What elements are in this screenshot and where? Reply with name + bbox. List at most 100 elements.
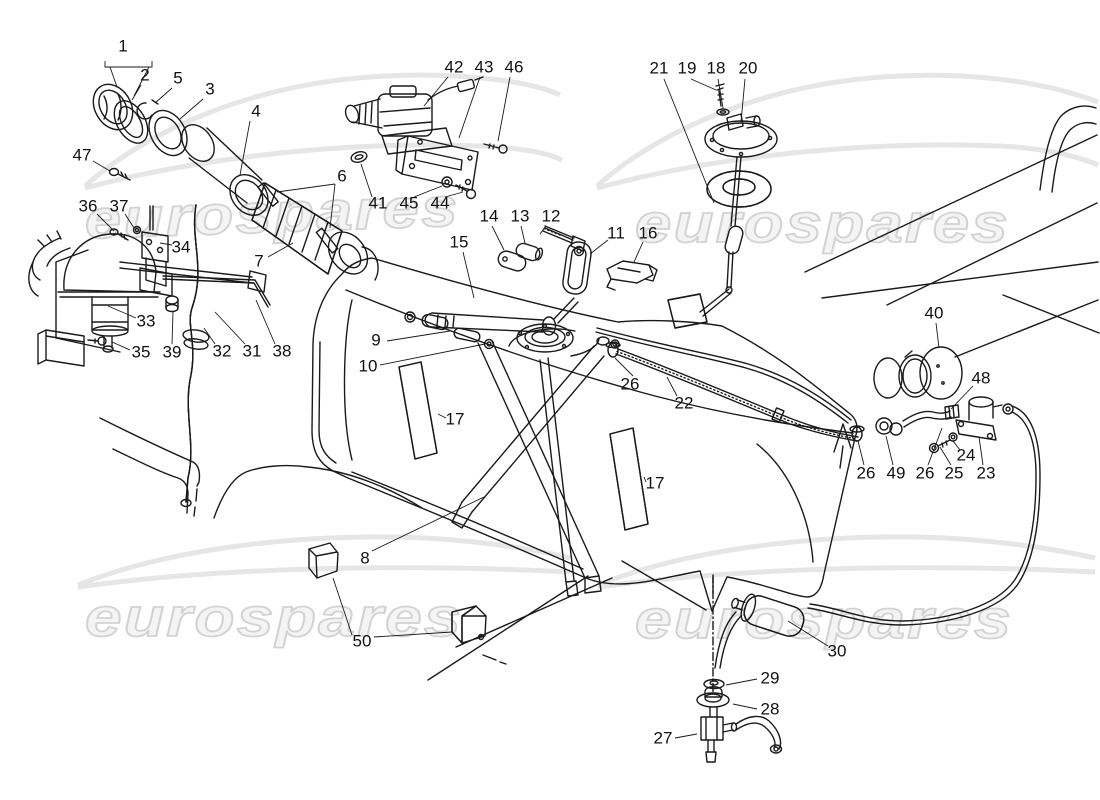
part-number-label-45-21: 45: [400, 193, 419, 212]
watermark-layer: eurospares eurospares eurospares eurospa…: [78, 75, 1098, 651]
part-number-label-31-13: 31: [243, 341, 262, 360]
leader-line-49: [886, 436, 893, 465]
part-number-label-1-0: 1: [118, 36, 127, 55]
part-number-label-9-33: 9: [371, 330, 380, 349]
part-number-label-16-31: 16: [639, 223, 658, 242]
leader-line-25: [940, 447, 951, 465]
leader-line-28: [733, 704, 757, 709]
leader-line-29: [726, 679, 757, 685]
watermark-text: eurospares: [85, 586, 463, 648]
strap-hardware: [405, 226, 657, 349]
part-number-label-13-28: 13: [511, 206, 530, 225]
leader-line-23: [979, 437, 983, 465]
part-number-label-42-17: 42: [445, 57, 464, 76]
leader-line-14: [492, 226, 504, 250]
part-number-label-26-43: 26: [857, 463, 876, 482]
part-number-label-21-23: 21: [650, 58, 669, 77]
leader-line-1: [110, 67, 117, 87]
leader-line-26: [928, 428, 942, 465]
part-number-label-26-35: 26: [621, 374, 640, 393]
part-number-label-36-6: 36: [79, 196, 98, 215]
leader-line-18: [718, 79, 723, 108]
part-number-label-43-18: 43: [475, 57, 494, 76]
leader-line-8: [372, 497, 484, 551]
leader-line-38: [256, 300, 275, 344]
leader-line-36: [97, 214, 114, 231]
part-number-label-15-32: 15: [450, 232, 469, 251]
part-number-label-7-15: 7: [254, 251, 263, 270]
leader-line-21: [664, 79, 714, 203]
part-number-label-37-7: 37: [110, 196, 129, 215]
leader-line-33: [108, 306, 136, 318]
leader-line-34: [160, 243, 172, 245]
part-number-label-10-34: 10: [359, 356, 378, 375]
fuel-filter: [728, 588, 808, 639]
mount-pads-50: [309, 543, 486, 643]
leader-line-22: [667, 377, 677, 396]
leader-line-35: [112, 342, 130, 350]
leader-line-4: [240, 121, 250, 175]
leader-line-17: [438, 414, 446, 418]
label-bracket-1: [105, 61, 152, 67]
leader-line-24: [953, 441, 960, 450]
part-number-label-47-5: 47: [73, 145, 92, 164]
leader-line-41: [361, 164, 372, 197]
part-number-label-6-16: 6: [337, 166, 346, 185]
leader-line-40: [936, 323, 939, 348]
leader-line-17: [644, 477, 646, 482]
leader-line-31: [215, 312, 245, 344]
leader-line-43: [459, 77, 480, 138]
part-number-label-3-3: 3: [205, 79, 214, 98]
leader-line-37: [125, 214, 134, 228]
part-number-label-5-2: 5: [173, 68, 182, 87]
leader-line-50: [333, 578, 352, 635]
part-number-label-49-44: 49: [887, 463, 906, 482]
part-number-label-35-10: 35: [132, 342, 151, 361]
tank-pad-17-left: [399, 362, 437, 459]
part-number-label-23-48: 23: [977, 463, 996, 482]
part-number-label-20-26: 20: [739, 58, 758, 77]
leader-line-2: [132, 85, 141, 100]
part-number-label-11-30: 11: [607, 223, 625, 242]
leader-line-32: [204, 328, 215, 344]
part-number-label-40-41: 40: [925, 303, 944, 322]
leader-line-30: [788, 621, 828, 646]
leader-line-1: [134, 67, 149, 96]
leader-line-6: [277, 184, 335, 192]
part-number-label-34-8: 34: [172, 237, 191, 256]
leader-line-27: [675, 734, 697, 738]
leader-line-26: [858, 441, 864, 465]
fuel-sender-assembly: [668, 84, 777, 328]
part-number-label-30-49: 30: [828, 641, 847, 660]
part-number-label-22-36: 22: [675, 393, 694, 412]
leader-line-11: [590, 240, 608, 254]
leader-line-42: [424, 77, 448, 106]
leader-line-44: [445, 192, 463, 197]
part-number-label-41-20: 41: [369, 193, 388, 212]
part-number-label-19-24: 19: [678, 58, 697, 77]
part-number-label-17-38: 17: [646, 473, 665, 492]
drain-assembly: [697, 575, 807, 762]
part-number-label-32-12: 32: [213, 341, 232, 360]
leader-line-9: [387, 331, 450, 341]
leader-line-10: [380, 344, 485, 365]
leader-line-46: [498, 77, 510, 141]
leader-line-3: [180, 99, 203, 119]
breather-assembly: [29, 206, 270, 366]
part-number-label-14-27: 14: [480, 206, 499, 225]
leader-line-16: [634, 242, 643, 262]
right-fittings: [808, 347, 1040, 625]
part-number-label-17-37: 17: [446, 409, 465, 428]
leader-line-45: [414, 186, 442, 197]
leader-line-6: [330, 184, 335, 228]
leader-line-26: [615, 358, 633, 376]
part-number-label-33-9: 33: [137, 311, 156, 330]
leader-line-13: [521, 226, 525, 243]
leader-line-5: [155, 88, 172, 103]
part-number-label-4-4: 4: [251, 101, 260, 120]
part-number-label-12-29: 12: [542, 206, 561, 225]
part-number-label-28-51: 28: [761, 699, 780, 718]
